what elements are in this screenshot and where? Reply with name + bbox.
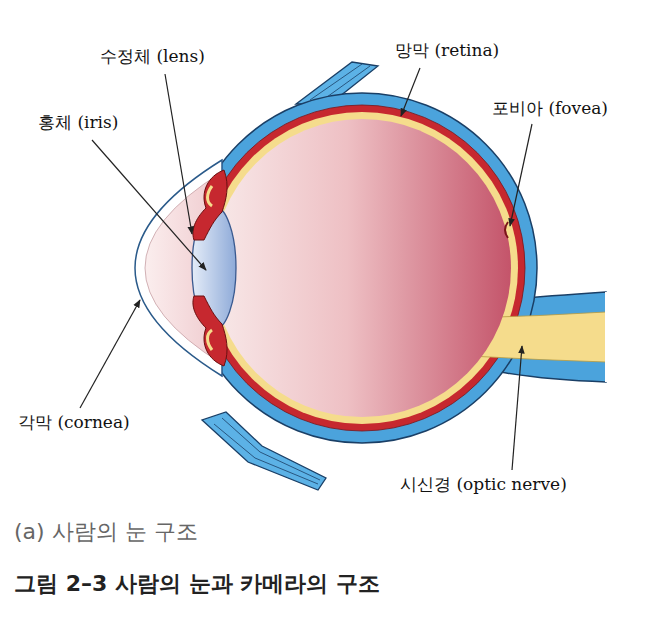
part-label: 포비아 (fovea) [492,98,608,119]
part-label: 수정체 (lens) [100,46,205,67]
choroid [199,105,525,431]
part-label: 시신경 (optic nerve) [400,474,567,495]
leader-line [510,124,532,226]
leader-line [512,346,522,470]
part-label: 망막 (retina) [395,40,499,61]
leader-line [401,68,420,116]
nerve-cut [605,292,607,382]
leader-line [92,140,206,270]
vitreous-body [213,119,511,417]
leader-line [165,74,192,234]
leader-line [80,300,140,408]
iris-lower [193,296,227,366]
retina-layer [206,112,518,424]
iris-upper [193,170,227,240]
fovea-pit [505,222,508,238]
ciliary-upper [208,186,213,206]
subfigure-caption: (a) 사람의 눈 구조 [14,518,198,546]
part-label: 홍체 (iris) [38,112,118,133]
part-label: 각막 (cornea) [18,412,130,433]
ciliary-lower [208,330,213,350]
figure-caption: 그림 2–3 사람의 눈과 카메라의 구조 [14,570,380,598]
sclera [187,93,537,443]
